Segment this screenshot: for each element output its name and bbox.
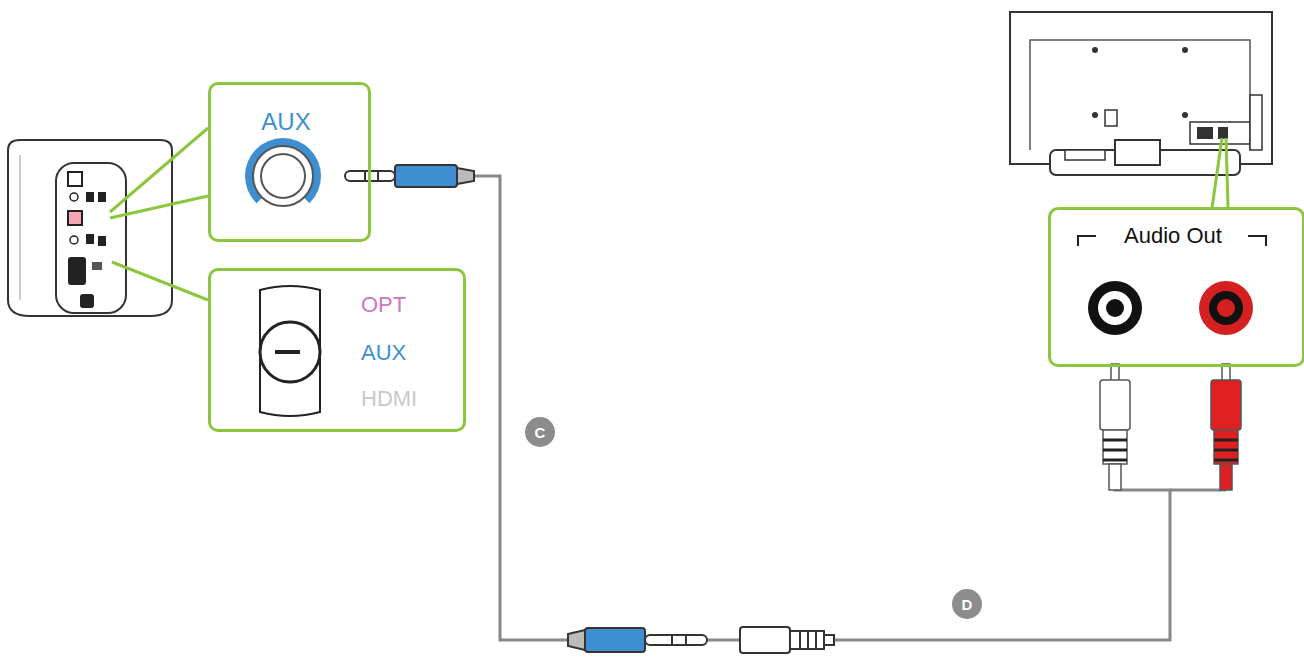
callout-number: C xyxy=(525,417,555,447)
rca-plug xyxy=(1109,464,1121,490)
callout-text: Audio Out xyxy=(1051,224,1295,248)
bracket xyxy=(1248,236,1266,246)
aux-socket xyxy=(740,627,790,653)
rca-jack xyxy=(1199,281,1253,335)
speaker xyxy=(80,294,94,308)
television xyxy=(1218,127,1228,139)
speaker xyxy=(68,257,86,285)
audio-out-callout: Audio Out xyxy=(1048,207,1304,367)
rca-plug xyxy=(1214,449,1238,452)
speaker xyxy=(8,140,172,316)
rca-plug xyxy=(1220,464,1232,490)
selector-switch xyxy=(260,322,320,382)
callout-number: D xyxy=(952,589,982,619)
speaker xyxy=(98,236,106,246)
aux-plug xyxy=(457,168,474,184)
television xyxy=(1190,122,1250,144)
rca-jack xyxy=(1217,299,1235,317)
television xyxy=(1115,140,1160,165)
rca-plug xyxy=(1103,439,1127,442)
television xyxy=(1197,127,1213,139)
rca-plug xyxy=(1214,430,1238,464)
speaker xyxy=(98,192,106,202)
rca-jack xyxy=(1106,299,1124,317)
aux-socket xyxy=(815,631,817,649)
speaker xyxy=(56,163,126,313)
rca-plug xyxy=(1103,430,1127,464)
aux-socket xyxy=(790,631,824,649)
leader-line xyxy=(1226,138,1228,208)
aux-plug xyxy=(345,165,474,187)
aux-jack xyxy=(245,138,321,223)
rca-jack xyxy=(1209,291,1243,325)
callout-text: AUX xyxy=(211,109,361,135)
aux-plug xyxy=(685,635,687,645)
aux-plug xyxy=(568,628,707,652)
rca-jack xyxy=(1098,291,1132,325)
television xyxy=(1092,112,1098,118)
television xyxy=(1065,150,1105,160)
aux-socket xyxy=(799,631,801,649)
leader-line xyxy=(110,196,208,218)
speaker xyxy=(70,236,78,244)
selector-switch xyxy=(275,350,300,354)
television xyxy=(1182,112,1188,118)
aux-jack xyxy=(245,138,321,214)
rca-plug xyxy=(1100,364,1241,490)
rca-plug xyxy=(1211,380,1241,430)
aux-plug xyxy=(364,171,366,181)
leader-line xyxy=(110,128,208,300)
rca-plug xyxy=(1103,449,1127,452)
television xyxy=(1010,12,1272,175)
callout-text: HDMI xyxy=(361,387,417,411)
switch-callout: OPT AUX HDMI xyxy=(208,268,466,432)
selector-switch xyxy=(260,286,320,416)
television xyxy=(1092,47,1098,53)
rca-plug xyxy=(1214,439,1238,442)
rca-plug xyxy=(1214,459,1238,462)
callout-text: OPT xyxy=(361,293,406,317)
television xyxy=(1182,47,1188,53)
aux-jack xyxy=(253,146,313,206)
bracket xyxy=(1078,236,1096,246)
aux-callout: AUX xyxy=(208,82,371,242)
speaker xyxy=(20,155,21,300)
aux-socket xyxy=(740,627,834,653)
rca-plug xyxy=(1100,380,1130,430)
aux-jack xyxy=(261,154,305,198)
aux-plug xyxy=(395,165,457,187)
aux-plug xyxy=(671,635,673,645)
speaker xyxy=(86,192,94,202)
speaker xyxy=(86,234,94,244)
aux-socket xyxy=(824,635,834,645)
callout-text: AUX xyxy=(361,341,406,365)
rca-jack xyxy=(1088,281,1142,335)
speaker xyxy=(92,262,102,270)
aux-plug xyxy=(568,630,585,650)
aux-plug xyxy=(377,171,379,181)
aux-plug xyxy=(645,635,707,645)
television xyxy=(1010,12,1272,164)
rca-jack xyxy=(1088,281,1253,335)
cable-branch xyxy=(1170,489,1226,492)
speaker xyxy=(8,140,172,316)
rca-plug xyxy=(1103,459,1127,462)
television xyxy=(1250,95,1262,150)
aux-plug xyxy=(585,628,645,652)
speaker xyxy=(68,211,82,225)
speaker xyxy=(68,172,82,186)
leader-line xyxy=(1212,138,1228,208)
selector-switch xyxy=(260,286,320,416)
television xyxy=(1030,40,1250,150)
leader-line xyxy=(1212,138,1222,208)
television xyxy=(1105,110,1117,126)
leader-line xyxy=(112,262,208,300)
aux-socket xyxy=(807,631,809,649)
speaker xyxy=(70,193,78,201)
